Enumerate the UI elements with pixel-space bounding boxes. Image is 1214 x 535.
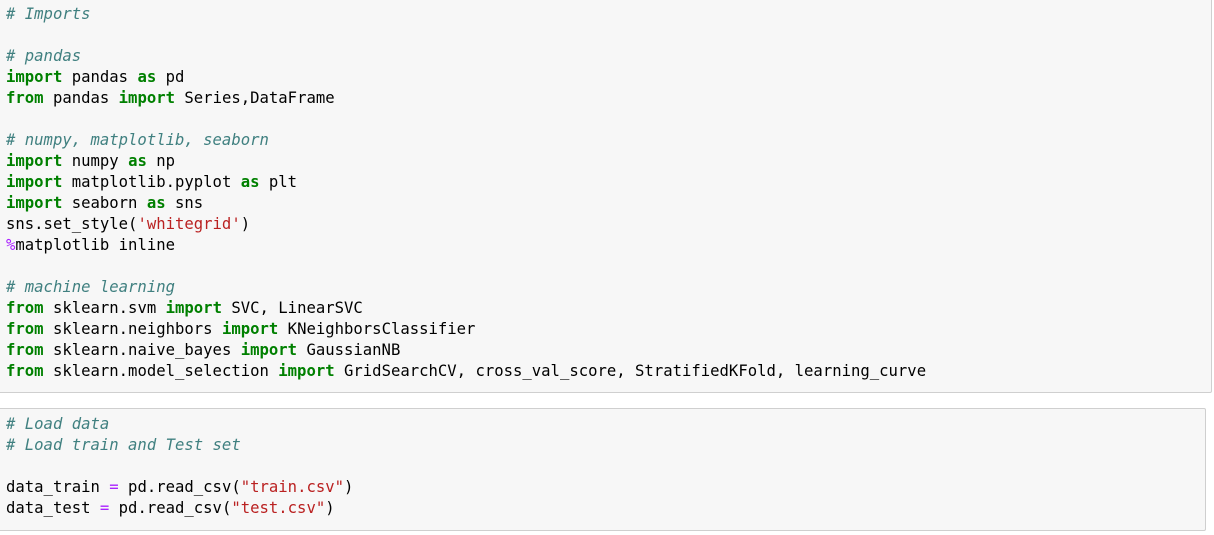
code-text: GaussianNB xyxy=(297,341,401,359)
code-line: from pandas import Series,DataFrame xyxy=(6,88,926,109)
code-line: data_train = pd.read_csv("train.csv") xyxy=(6,477,353,498)
code-text: pd xyxy=(156,68,185,86)
code-text: sklearn.neighbors xyxy=(43,320,222,338)
code-line: # machine learning xyxy=(6,277,926,298)
code-line xyxy=(6,109,926,130)
code-comment: # Load data xyxy=(6,415,110,433)
code-text: ) xyxy=(240,215,251,233)
code-text: sklearn.model_selection xyxy=(43,362,279,380)
code-text: plt xyxy=(259,173,298,191)
code-line: # pandas xyxy=(6,46,926,67)
code-cell-load-data[interactable]: # Load data # Load train and Test set data… xyxy=(0,408,1206,531)
code-comment: # Imports xyxy=(6,5,91,23)
code-text: SVC, LinearSVC xyxy=(221,299,363,317)
code-operator: % xyxy=(6,236,16,254)
code-keyword: from xyxy=(6,299,44,317)
code-line xyxy=(6,456,353,477)
code-line: # Imports xyxy=(6,4,926,25)
code-line: # Load data xyxy=(6,414,353,435)
code-text: sns.set_style( xyxy=(6,215,138,233)
code-keyword: as xyxy=(240,173,260,191)
code-text: sklearn.naive_bayes xyxy=(43,341,241,359)
code-keyword: as xyxy=(146,194,166,212)
code-text: seaborn xyxy=(62,194,147,212)
code-line xyxy=(6,256,926,277)
code-keyword: as xyxy=(128,152,147,170)
code-text: numpy xyxy=(62,152,129,170)
code-keyword: import xyxy=(6,194,63,212)
code-text: ) xyxy=(344,478,354,496)
code-text: sns xyxy=(165,194,204,212)
code-text: pd.read_csv( xyxy=(109,499,232,517)
code-comment: # Load train and Test set xyxy=(6,436,241,454)
code-line: import numpy as np xyxy=(6,151,926,172)
code-keyword: from xyxy=(6,341,44,359)
code-line: from sklearn.model_selection import Grid… xyxy=(6,361,926,382)
code-keyword: import xyxy=(240,341,298,359)
code-string: "test.csv" xyxy=(231,499,326,517)
code-line: from sklearn.svm import SVC, LinearSVC xyxy=(6,298,926,319)
code-comment: # pandas xyxy=(6,47,82,65)
code-keyword: import xyxy=(118,89,176,107)
code-line: from sklearn.naive_bayes import Gaussian… xyxy=(6,340,926,361)
code-text: data_train xyxy=(6,478,110,496)
code-text: GridSearchCV, cross_val_score, Stratifie… xyxy=(334,362,927,380)
code-keyword: from xyxy=(6,320,44,338)
code-text: Series,DataFrame xyxy=(175,89,335,107)
code-operator: = xyxy=(109,478,119,496)
code-keyword: import xyxy=(6,68,63,86)
code-line: import pandas as pd xyxy=(6,67,926,88)
code-keyword: import xyxy=(6,152,63,170)
code-operator: = xyxy=(99,499,110,517)
code-text: KNeighborsClassifier xyxy=(278,320,476,338)
code-line: from sklearn.neighbors import KNeighbors… xyxy=(6,319,926,340)
code-comment: # machine learning xyxy=(6,278,175,296)
code-text: pd.read_csv( xyxy=(118,478,241,496)
code-line: sns.set_style('whitegrid') xyxy=(6,214,926,235)
code-text: pandas xyxy=(43,89,119,107)
code-editor[interactable]: # Load data # Load train and Test set data… xyxy=(6,414,353,519)
code-keyword: from xyxy=(6,89,44,107)
code-keyword: as xyxy=(137,68,157,86)
code-string: 'whitegrid' xyxy=(137,215,241,233)
code-text: np xyxy=(146,152,176,170)
code-keyword: import xyxy=(165,299,222,317)
code-line: # Load train and Test set xyxy=(6,435,353,456)
code-text: sklearn.svm xyxy=(43,299,166,317)
code-line: import seaborn as sns xyxy=(6,193,926,214)
code-keyword: import xyxy=(6,173,63,191)
code-text: matplotlib inline xyxy=(15,236,175,254)
code-keyword: import xyxy=(278,362,335,380)
code-text: matplotlib.pyplot xyxy=(62,173,241,191)
code-text: data_test xyxy=(6,499,100,517)
code-line: import matplotlib.pyplot as plt xyxy=(6,172,926,193)
code-line: data_test = pd.read_csv("test.csv") xyxy=(6,498,353,519)
code-text: ) xyxy=(325,499,335,517)
code-string: "train.csv" xyxy=(240,478,345,496)
code-keyword: import xyxy=(221,320,279,338)
code-keyword: from xyxy=(6,362,44,380)
code-line xyxy=(6,25,926,46)
code-line: %matplotlib inline xyxy=(6,235,926,256)
code-line: # numpy, matplotlib, seaborn xyxy=(6,130,926,151)
code-comment: # numpy, matplotlib, seaborn xyxy=(6,131,269,149)
code-text: pandas xyxy=(62,68,138,86)
